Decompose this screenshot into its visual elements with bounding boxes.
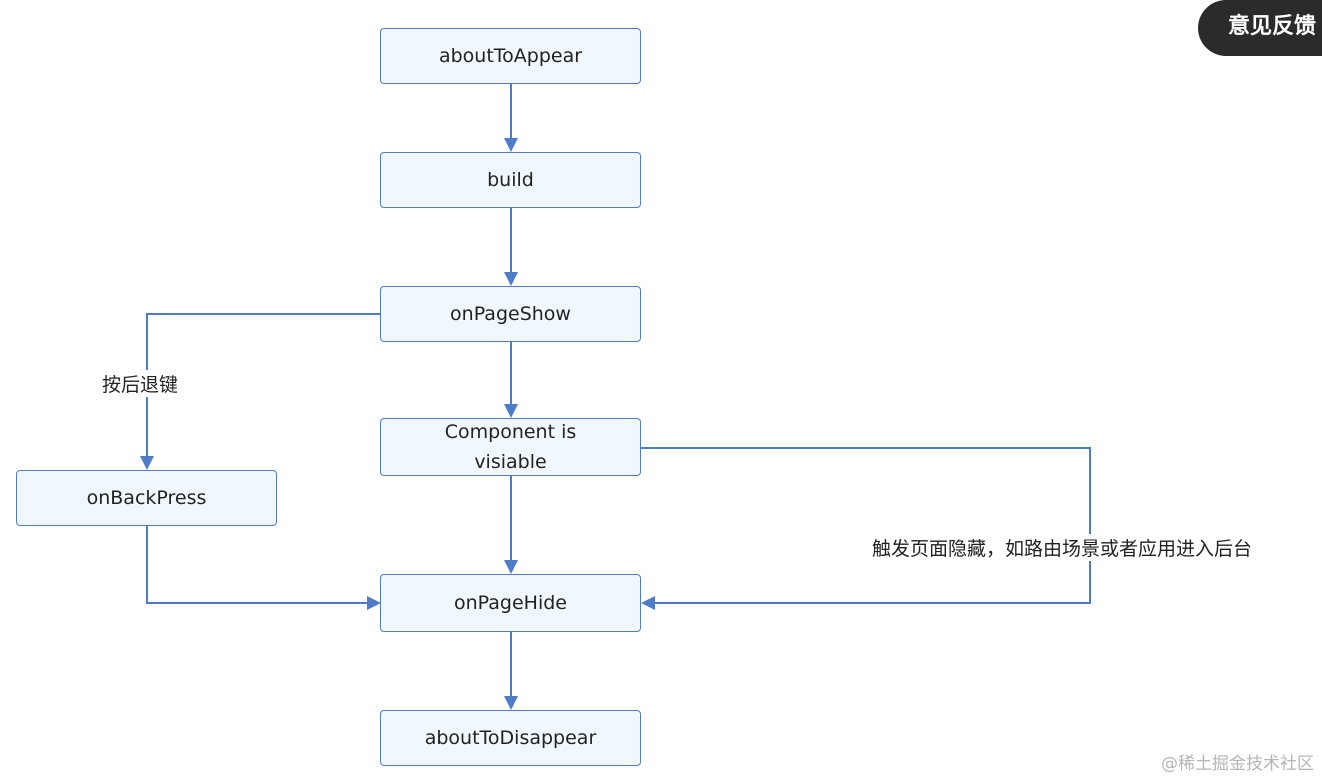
edge-pageshow-to-backpress [140, 313, 380, 470]
edge-label-background-trigger: 触发页面隐藏，如路由场景或者应用进入后台 [870, 534, 1255, 561]
feedback-button[interactable]: 意见反馈 [1198, 0, 1322, 56]
node-on-page-show-label: onPageShow [450, 303, 571, 325]
node-about-to-disappear: aboutToDisappear [380, 710, 641, 766]
node-component-visible-label: Component is visiable [444, 421, 577, 473]
node-on-page-hide: onPageHide [380, 574, 641, 632]
node-about-to-appear: aboutToAppear [380, 28, 641, 84]
edge-visible-to-pagehide-background [641, 447, 1091, 610]
node-about-to-disappear-label: aboutToDisappear [424, 727, 597, 749]
watermark: @稀土掘金技术社区 [1161, 754, 1314, 774]
node-on-page-hide-label: onPageHide [454, 592, 567, 614]
node-on-back-press: onBackPress [16, 470, 277, 526]
node-on-back-press-label: onBackPress [86, 487, 207, 509]
node-component-visible: Component is visiable [380, 418, 641, 476]
edge-backpress-to-pagehide [146, 526, 381, 610]
node-on-page-show: onPageShow [380, 286, 641, 342]
node-build: build [380, 152, 641, 208]
node-build-label: build [487, 169, 534, 191]
node-about-to-appear-label: aboutToAppear [438, 45, 583, 67]
edge-label-back-key: 按后退键 [100, 370, 181, 397]
